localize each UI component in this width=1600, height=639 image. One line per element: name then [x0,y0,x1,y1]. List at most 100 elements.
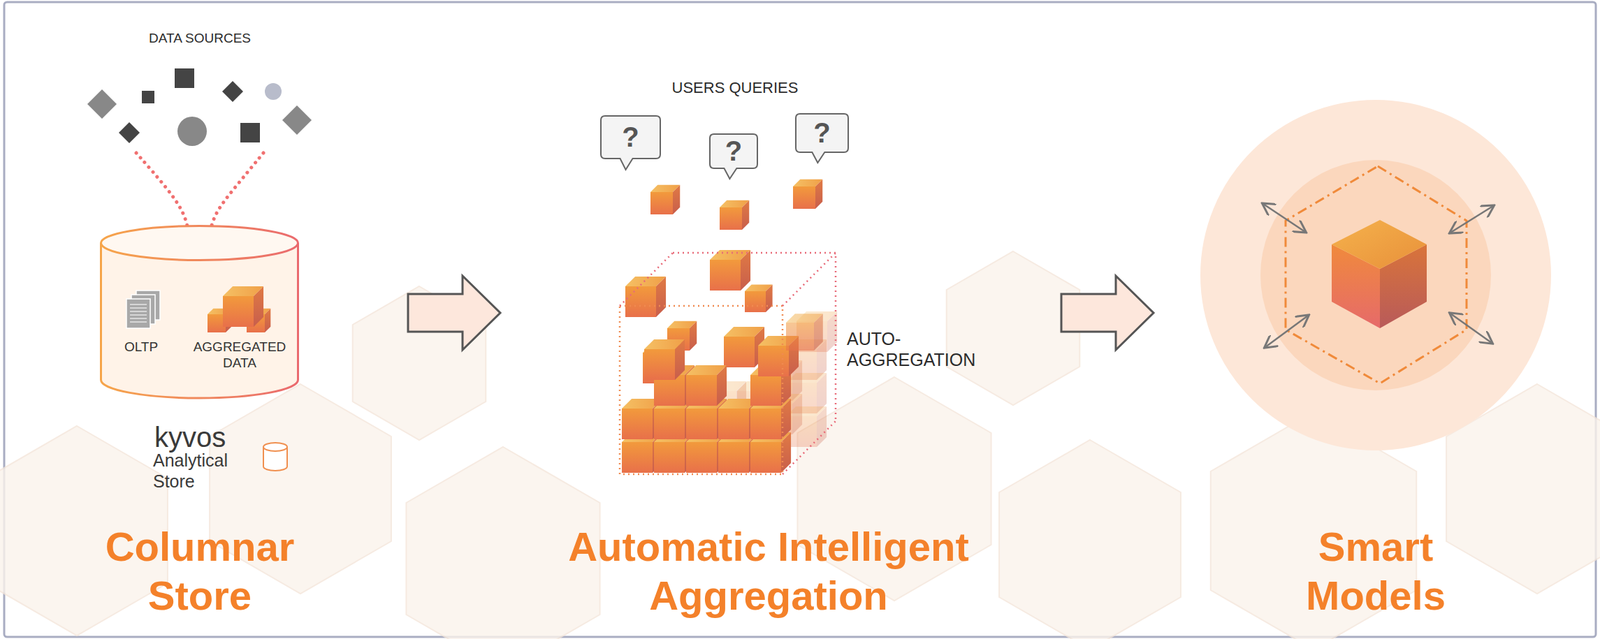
document-line [129,317,147,320]
cube-front [750,375,782,406]
query-mark: ? [600,115,661,159]
document-sheet [126,299,151,329]
aggregated-data-icon [207,286,271,333]
cube-front [719,207,743,230]
background-hexagon [999,440,1181,639]
inner-halo [1260,160,1492,391]
cube-front [686,442,717,474]
aggregation-bounds [619,252,836,475]
data-cube [793,179,823,209]
cube-side [656,276,666,318]
speech-bubble [600,115,661,170]
cube-side [672,185,680,215]
cube-front [750,442,782,474]
background-hexagon [946,251,1081,406]
store-icon-top [263,442,288,452]
model-hexagon [1285,166,1467,384]
document-line [129,321,147,323]
cube-side [813,313,824,351]
document-line [129,307,147,309]
source-square [174,68,195,89]
document-line [129,303,147,306]
cube-front [723,336,755,368]
cube-side [742,200,749,230]
document-line [129,314,147,316]
data-cube [786,313,824,351]
section-caption: DATA SOURCES [129,30,270,47]
cube-front [686,375,717,406]
cube-front [718,408,749,440]
oltp-documents-icon [126,290,160,329]
query-bubble: ? [795,113,849,164]
node-outline [99,224,300,399]
data-cube [644,339,685,381]
expand-arrow [1265,315,1308,348]
data-source-icons [87,68,312,147]
section-heading: Columnar Store [81,522,319,620]
cube-side [815,179,823,209]
data-cube [719,200,749,230]
source-diamond [87,89,117,119]
cube-side [816,406,827,448]
expand-arrow [1450,313,1492,344]
data-cube [709,250,751,291]
cube-front [625,286,657,318]
expand-arrow [1263,204,1306,232]
document-line [129,310,147,313]
cube-front [222,296,254,327]
store-content-label: AGGREGATED DATA [187,339,293,372]
cube-front [653,408,685,440]
cube-side [740,250,751,291]
data-cube [650,185,680,215]
cylinder-body [101,243,299,399]
flow-block-arrow [408,275,501,351]
cube-side [792,394,803,435]
cube-front [621,408,653,440]
cube-front [653,442,685,474]
query-bubble: ? [709,133,759,180]
process-caption: AUTO- AGGREGATION [846,328,987,371]
brand-name: kyvos [154,420,267,455]
source-diamond [222,81,244,103]
cube-stack [621,179,838,474]
smart-model-graphic [1200,99,1552,451]
cube-front [793,186,816,209]
source-diamond [118,122,140,144]
cylinder-top [101,226,299,261]
data-cube [686,365,727,406]
cube-side [264,308,271,333]
cube-side [781,398,791,440]
cube-front [758,345,789,377]
speech-bubble [709,134,758,179]
cube-side [674,339,685,381]
cube-front [744,291,766,313]
speech-bubble [795,113,849,163]
source-circle [177,116,207,147]
cube-side [253,286,264,327]
model-cube-top [1331,220,1427,269]
source-square [240,122,260,143]
cube-front [644,349,675,381]
cube-front [686,408,717,440]
store-content-label: OLTP [113,339,170,356]
columnar-store-cylinder: OLTP AGGREGATED DATA [99,224,300,399]
data-cube [625,276,666,318]
query-mark: ? [709,133,759,169]
cube-front [786,322,814,351]
cube-front [718,442,749,474]
flow-block-arrow [1061,275,1154,351]
bounds-back [619,252,836,475]
query-bubble: ? [600,115,661,171]
cube-side [827,311,838,353]
cube-front [750,408,782,440]
source-diamond [282,105,312,135]
data-cube [222,286,264,327]
query-mark: ? [795,113,849,153]
store-icon [263,442,288,471]
cube-side [689,321,697,351]
cube-side [765,284,773,313]
section-heading: Smart Models [1256,522,1495,620]
section-heading: Automatic Intelligent Aggregation [517,522,1021,620]
frame [4,2,1596,638]
